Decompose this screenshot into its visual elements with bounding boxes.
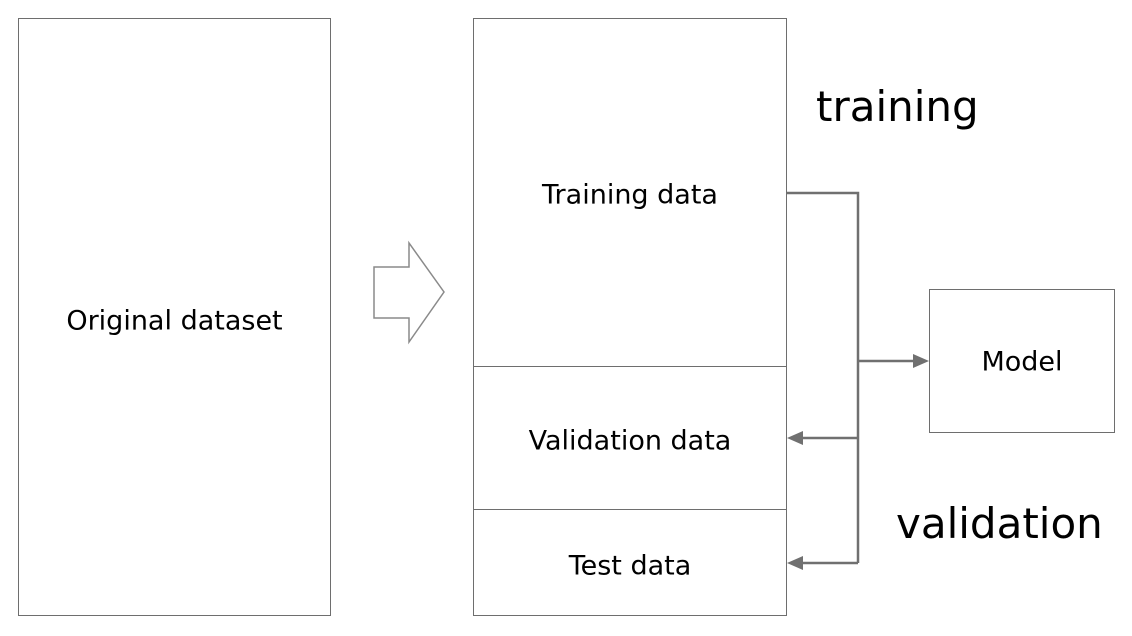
model-label: Model [981,346,1063,378]
test-arrowhead-icon [787,556,803,570]
validation-arrowhead-icon [787,431,803,445]
original-dataset-label: Original dataset [66,305,283,337]
validation-data-box: Validation data [473,366,787,511]
original-dataset-box: Original dataset [18,18,331,616]
training-data-label: Training data [542,179,718,211]
model-arrowhead-icon [913,354,929,368]
training-connector [787,191,860,563]
test-data-label: Test data [568,550,692,582]
test-data-box: Test data [473,509,787,616]
training-annotation: training [816,82,979,131]
model-box: Model [929,289,1115,433]
validation-data-label: Validation data [528,425,732,457]
validation-annotation: validation [896,499,1103,548]
split-arrow-icon [373,240,445,345]
